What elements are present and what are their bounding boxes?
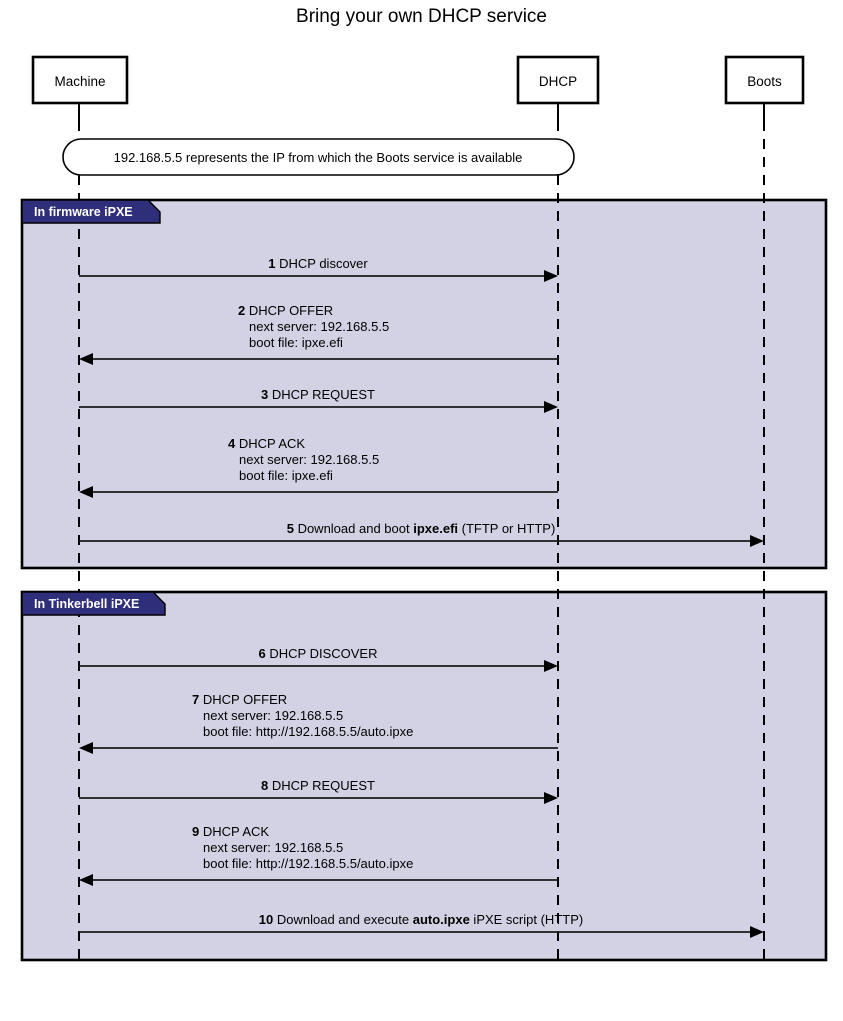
fragment-box-tinkerbell-ipxe xyxy=(20,590,828,962)
message-9-label-line2: next server: 192.168.5.5 xyxy=(203,840,343,855)
lifeline-label-machine: Machine xyxy=(54,74,105,89)
message-2[interactable]: 2 DHCP OFFER next server: 192.168.5.5 bo… xyxy=(79,303,558,365)
arrowhead-right-1 xyxy=(544,270,558,282)
message-4-body: DHCP ACK xyxy=(239,436,306,451)
message-5[interactable]: 5 Download and boot ipxe.efi (TFTP or HT… xyxy=(79,521,764,547)
message-7-number: 7 xyxy=(192,692,199,707)
arrowhead-right-3 xyxy=(544,401,558,413)
message-3-label: 3 DHCP REQUEST xyxy=(261,387,375,402)
message-10-suffix: iPXE script (HTTP) xyxy=(470,912,583,927)
message-5-filename: ipxe.efi xyxy=(413,521,458,536)
message-7-label-line2: next server: 192.168.5.5 xyxy=(203,708,343,723)
message-10-prefix: Download and execute xyxy=(277,912,413,927)
arrowhead-left-2 xyxy=(79,353,93,365)
message-5-prefix: Download and boot xyxy=(298,521,414,536)
message-4-number: 4 xyxy=(228,436,236,451)
message-10-filename: auto.ipxe xyxy=(413,912,470,927)
message-10-number: 10 xyxy=(259,912,273,927)
message-6-body: DHCP DISCOVER xyxy=(269,646,377,661)
arrowhead-left-9 xyxy=(79,874,93,886)
message-3-number: 3 xyxy=(261,387,268,402)
message-6[interactable]: 6 DHCP DISCOVER xyxy=(79,646,558,672)
message-7-label-line1: 7 DHCP OFFER xyxy=(192,692,287,707)
fragment-header-tinkerbell-ipxe: In Tinkerbell iPXE xyxy=(21,591,166,616)
message-7[interactable]: 7 DHCP OFFER next server: 192.168.5.5 bo… xyxy=(79,692,558,754)
page-title: Bring your own DHCP service xyxy=(296,6,547,27)
message-4-label-line1: 4 DHCP ACK xyxy=(228,436,305,451)
arrowhead-right-5 xyxy=(750,535,764,547)
message-2-label-line3: boot file: ipxe.efi xyxy=(249,335,343,350)
note-bubble: 192.168.5.5 represents the IP from which… xyxy=(62,138,575,176)
lifeline-dhcp[interactable]: DHCP xyxy=(516,55,600,105)
message-9-label-line1: 9 DHCP ACK xyxy=(192,824,269,839)
message-1[interactable]: 1 DHCP discover xyxy=(79,256,558,282)
message-8-body: DHCP REQUEST xyxy=(272,778,375,793)
message-10-label: 10 Download and execute auto.ipxe iPXE s… xyxy=(259,912,583,927)
message-3[interactable]: 3 DHCP REQUEST xyxy=(79,387,558,413)
arrowhead-left-4 xyxy=(79,486,93,498)
fragment-header-firmware-ipxe: In firmware iPXE xyxy=(21,199,161,224)
message-10[interactable]: 10 Download and execute auto.ipxe iPXE s… xyxy=(79,912,764,938)
fragment-label-tinkerbell-ipxe: In Tinkerbell iPXE xyxy=(34,597,139,611)
lifeline-boots[interactable]: Boots xyxy=(724,55,805,105)
message-4[interactable]: 4 DHCP ACK next server: 192.168.5.5 boot… xyxy=(79,436,558,498)
message-2-label-line2: next server: 192.168.5.5 xyxy=(249,319,389,334)
message-9-label-line3: boot file: http://192.168.5.5/auto.ipxe xyxy=(203,856,413,871)
message-9-number: 9 xyxy=(192,824,199,839)
arrowhead-left-7 xyxy=(79,742,93,754)
message-1-label: 1 DHCP discover xyxy=(268,256,368,271)
fragment-label-firmware-ipxe: In firmware iPXE xyxy=(34,205,133,219)
message-3-body: DHCP REQUEST xyxy=(272,387,375,402)
message-9[interactable]: 9 DHCP ACK next server: 192.168.5.5 boot… xyxy=(79,824,558,886)
arrowhead-right-10 xyxy=(750,926,764,938)
message-7-body: DHCP OFFER xyxy=(203,692,287,707)
message-5-number: 5 xyxy=(287,521,294,536)
message-5-suffix: (TFTP or HTTP) xyxy=(458,521,555,536)
message-2-body: DHCP OFFER xyxy=(249,303,333,318)
message-2-number: 2 xyxy=(238,303,245,318)
message-9-body: DHCP ACK xyxy=(203,824,270,839)
arrowhead-right-8 xyxy=(544,792,558,804)
message-8[interactable]: 8 DHCP REQUEST xyxy=(79,778,558,804)
message-1-body: DHCP discover xyxy=(279,256,368,271)
message-4-label-line3: boot file: ipxe.efi xyxy=(239,468,333,483)
message-2-label-line1: 2 DHCP OFFER xyxy=(238,303,333,318)
fragment-box-firmware-ipxe xyxy=(20,198,828,570)
message-5-label: 5 Download and boot ipxe.efi (TFTP or HT… xyxy=(287,521,556,536)
message-8-label: 8 DHCP REQUEST xyxy=(261,778,375,793)
lifeline-label-dhcp: DHCP xyxy=(539,74,577,89)
lifeline-machine[interactable]: Machine xyxy=(31,55,129,105)
message-8-number: 8 xyxy=(261,778,268,793)
lifeline-label-boots: Boots xyxy=(747,74,782,89)
arrowhead-right-6 xyxy=(544,660,558,672)
message-6-number: 6 xyxy=(259,646,266,661)
message-7-label-line3: boot file: http://192.168.5.5/auto.ipxe xyxy=(203,724,413,739)
note-text: 192.168.5.5 represents the IP from which… xyxy=(114,150,523,165)
message-4-label-line2: next server: 192.168.5.5 xyxy=(239,452,379,467)
message-6-label: 6 DHCP DISCOVER xyxy=(259,646,378,661)
message-1-number: 1 xyxy=(268,256,275,271)
